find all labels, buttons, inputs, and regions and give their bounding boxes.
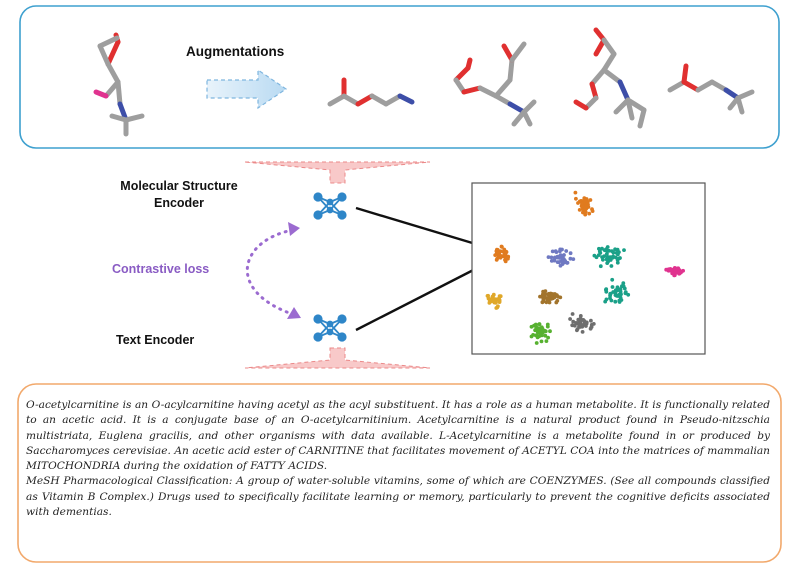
text-description-box [17, 383, 782, 563]
contrastive-arrow [246, 228, 295, 316]
contrastive-arrow-head-top [288, 222, 300, 236]
cluster-teal [592, 245, 626, 269]
molecule-stick-model [573, 27, 647, 129]
cluster-pink [664, 266, 685, 278]
molecule-description: O-acetylcarnitine is an O-acylcarnitine … [26, 398, 770, 520]
molecule-stick-model [327, 77, 415, 107]
contrastive-loss-label: Contrastive loss [112, 262, 210, 276]
cluster-brown [538, 289, 563, 305]
molecular-encoder-icon [313, 192, 347, 220]
contrastive-arrow-head-bottom [287, 307, 301, 319]
molecule-stick-model [93, 32, 145, 137]
molecular-encoder-label: Molecular Structure Encoder [94, 178, 264, 212]
encoder-arrow-top [355, 206, 491, 251]
augmentations-label: Augmentations [186, 44, 285, 59]
cluster-purple [546, 247, 576, 268]
text-encoder-label: Text Encoder [116, 333, 195, 347]
description-paragraph-2: MeSH Pharmacological Classification: A g… [26, 475, 770, 519]
embedding-clusters [485, 190, 685, 345]
molecular-encoder-label-line1: Molecular Structure [120, 179, 238, 193]
text-encoder-icon [313, 314, 347, 342]
cluster-gray [568, 312, 596, 334]
cluster-orange [573, 190, 595, 217]
bottom-funnel [244, 347, 431, 369]
cluster-gold [485, 292, 503, 310]
cluster-green [529, 322, 552, 345]
encoder-arrow-bottom [355, 260, 491, 332]
molecule-stick-model [667, 63, 755, 115]
cluster-orange [493, 244, 511, 264]
cluster-teal [603, 277, 631, 304]
description-paragraph-1: O-acetylcarnitine is an O-acylcarnitine … [26, 399, 770, 473]
arrow-right-icon [206, 68, 288, 110]
molecule-group [93, 27, 755, 137]
molecular-encoder-label-line2: Encoder [153, 196, 204, 210]
molecule-stick-model [453, 41, 537, 127]
molecule-box [19, 5, 780, 149]
top-funnel [244, 161, 431, 184]
